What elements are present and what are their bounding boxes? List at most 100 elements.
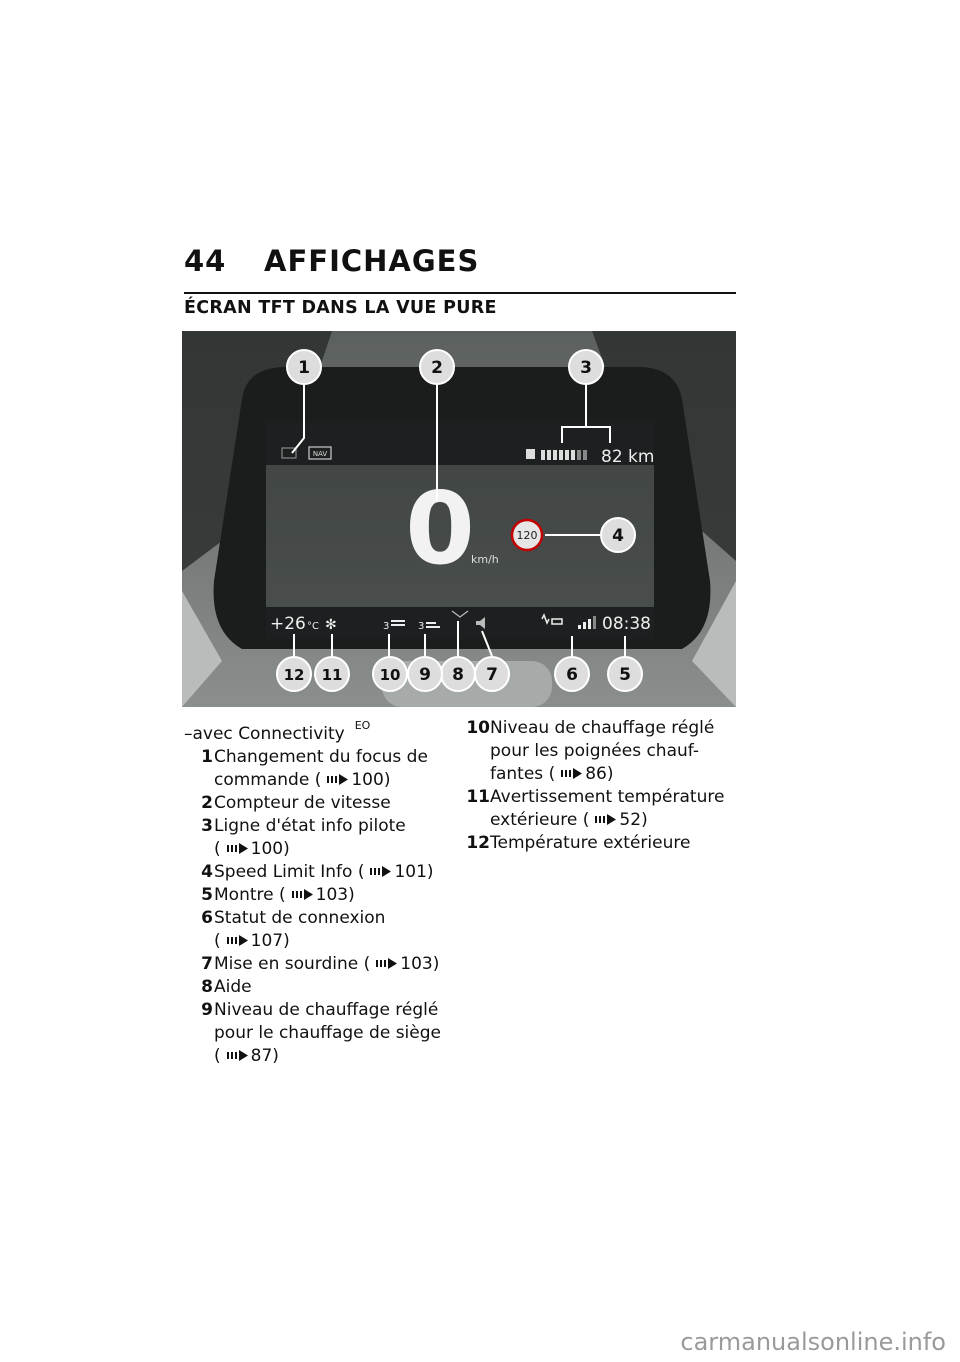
chapter-title: AFFICHAGES [264,244,480,278]
header-rule [184,292,736,294]
legend-number: 6 [201,908,213,928]
page-header: 44 AFFICHAGES [184,244,479,278]
tft-display-illustration: NAV 82 km 0 km/h 120 +26 °C ✻ 3 3 08:38 [182,331,736,707]
legend-number: 7 [201,954,213,974]
svg-text:3: 3 [580,358,592,378]
callout-12: 12 [276,656,312,692]
page-reference[interactable]: (103) [358,954,440,974]
legend-text: Compteur de vitesse [214,793,391,813]
callout-1: 1 [286,349,322,385]
svg-text:9: 9 [419,665,431,685]
callout-4: 4 [600,517,636,553]
callout-6: 6 [554,656,590,692]
page-ref-arrow-icon [376,958,398,969]
page-reference[interactable]: (100) [214,839,290,859]
legend-text: Montre (103) [214,885,355,905]
legend-text: Ligne d'état info pilote (100) [214,816,406,859]
page-reference[interactable]: (86) [543,764,614,784]
figure-caption: –avec Connectivity EO [184,719,370,744]
callout-3: 3 [568,349,604,385]
svg-text:4: 4 [612,526,624,546]
temperature-value: +26 [270,614,306,634]
legend-text: Aide [214,977,252,997]
tft-display-figure: NAV 82 km 0 km/h 120 +26 °C ✻ 3 3 08:38 [182,331,736,707]
legend-number: 1 [201,747,213,767]
speed-digit: 0 [405,470,475,587]
seat-heat-level: 3 [418,621,424,632]
page-ref-arrow-icon [595,814,617,825]
page-ref-arrow-icon [370,866,392,877]
svg-text:6: 6 [566,665,578,685]
connection-icon [541,613,563,625]
svg-text:1: 1 [298,358,310,378]
callout-9: 9 [407,656,443,692]
svg-text:10: 10 [380,666,401,684]
legend-text: Statut de connexion (107) [214,908,386,951]
page-reference[interactable]: (103) [273,885,355,905]
legend-number: 4 [201,862,213,882]
callout-7: 7 [474,656,510,692]
legend-text: Changement du focus de commande (100) [214,747,428,790]
page-reference[interactable]: (87) [214,1046,279,1066]
page-reference[interactable]: (52) [577,810,648,830]
svg-text:5: 5 [619,665,631,685]
legend-number: 9 [201,1000,213,1020]
page-number: 44 [184,244,227,278]
range-value: 82 km [601,447,654,467]
grip-heat-icon [391,620,405,626]
legend-number: 12 [466,833,490,853]
callout-2: 2 [419,349,455,385]
seat-heat-icon [426,622,440,628]
callout-5: 5 [607,656,643,692]
page-ref-arrow-icon [226,935,248,946]
legend-number: 11 [466,787,490,807]
svg-text:8: 8 [452,665,464,685]
callout-10: 10 [372,656,408,692]
page-reference[interactable]: (100) [309,770,391,790]
legend-number: 5 [201,885,213,905]
callout-11: 11 [314,656,350,692]
page-ref-arrow-icon [226,1050,248,1061]
signal-icon [578,616,596,629]
page-ref-arrow-icon [327,774,349,785]
callout-8: 8 [440,656,476,692]
legend-number: 3 [201,816,213,836]
section-title: ÉCRAN TFT DANS LA VUE PURE [184,298,497,318]
clock-value: 08:38 [602,614,651,634]
temperature-unit: °C [307,621,319,632]
svg-text:2: 2 [431,358,443,378]
caption-text: –avec Connectivity [184,724,345,744]
legend-text: Niveau de chauffage réglé pour le chauff… [214,1000,441,1066]
nav-label: NAV [313,450,328,458]
legend-text: Mise en sourdine (103) [214,954,440,974]
grip-heat-level: 3 [383,621,389,632]
page-reference[interactable]: (107) [214,931,290,951]
mute-icon [476,617,485,629]
snowflake-icon: ✻ [325,617,337,633]
watermark: carmanualsonline.info [680,1328,946,1356]
page-ref-arrow-icon [291,889,313,900]
legend-number: 2 [201,793,213,813]
page-ref-arrow-icon [226,843,248,854]
page-ref-arrow-icon [561,768,583,779]
svg-text:11: 11 [322,666,343,684]
help-chevron-icon [451,610,469,618]
legend-text: Avertissement température extérieure (52… [490,787,725,830]
legend-number: 10 [466,718,490,738]
page-reference[interactable]: (101) [352,862,434,882]
speed-limit-value: 120 [517,529,538,542]
caption-suffix: EO [354,719,371,732]
